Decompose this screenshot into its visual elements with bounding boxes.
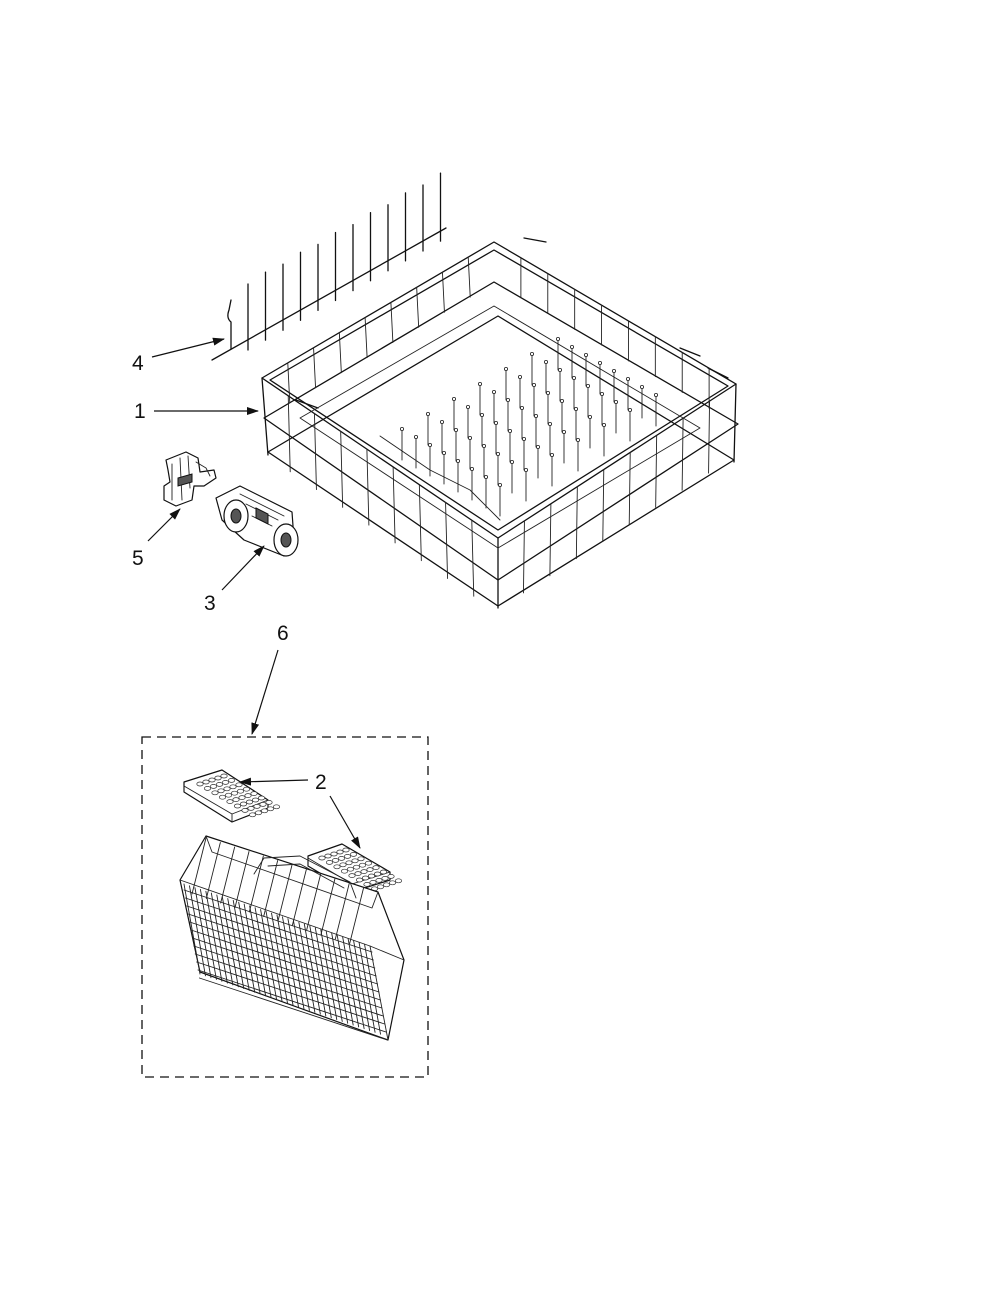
rack-wheel-icon (215, 485, 299, 557)
leader-2a (239, 777, 309, 786)
callout-5: 5 (132, 547, 144, 570)
callout-3: 3 (204, 592, 216, 615)
tine-row-icon (211, 172, 447, 361)
callout-6: 6 (277, 622, 289, 645)
callout-1: 1 (134, 400, 146, 423)
silverware-basket-icon (141, 736, 429, 1078)
callout-2: 2 (315, 771, 327, 794)
rack-stop-clip-icon (163, 451, 217, 507)
basket-lid-icon (307, 843, 403, 893)
leader-lines (147, 337, 361, 849)
leader-4 (151, 337, 225, 358)
dish-rack-icon (261, 237, 739, 609)
basket-lid-icon (183, 769, 281, 823)
leader-6 (251, 649, 279, 735)
callouts: 4 1 5 3 6 2 (132, 352, 327, 794)
callout-4: 4 (132, 352, 144, 375)
leader-5 (147, 508, 181, 542)
basket-group-box (141, 736, 429, 1078)
leader-3 (221, 545, 265, 591)
leader-2b (329, 795, 361, 849)
